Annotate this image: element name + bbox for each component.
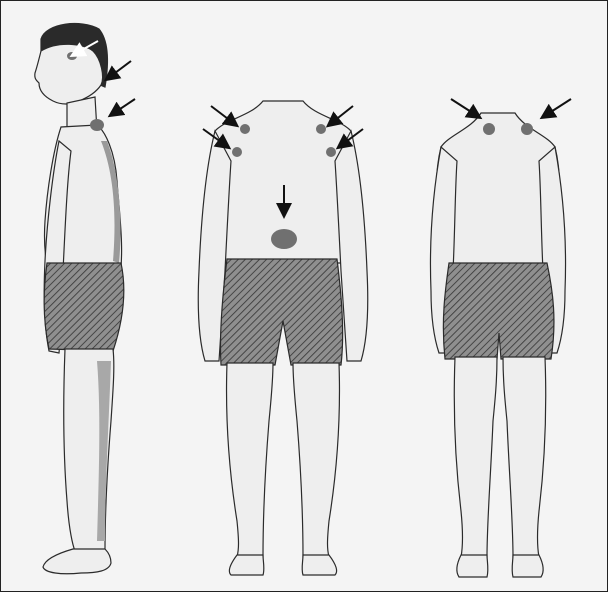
- front-view-figure: [198, 101, 368, 575]
- front-lesion-shoulder-right-upper: [316, 124, 326, 134]
- front-lesion-abdomen: [271, 229, 297, 249]
- back-lesion-neck-right: [521, 123, 533, 135]
- back-left-foot: [457, 555, 488, 577]
- arrow-icon: [451, 99, 479, 117]
- front-lesion-shoulder-left-upper: [240, 124, 250, 134]
- back-lesion-neck-left: [483, 123, 495, 135]
- front-right-leg: [293, 363, 340, 557]
- front-left-foot: [229, 555, 263, 575]
- front-right-foot: [302, 555, 336, 575]
- side-view-figure: [35, 24, 124, 574]
- arrow-icon: [329, 106, 353, 125]
- arrow-icon: [111, 99, 135, 115]
- back-shorts: [443, 263, 554, 359]
- front-lesion-shoulder-right-lower: [326, 147, 336, 157]
- back-right-foot: [512, 555, 543, 577]
- front-left-leg: [226, 363, 273, 557]
- side-foot: [43, 549, 111, 574]
- back-left-leg: [454, 357, 497, 557]
- arrow-icon: [543, 99, 571, 117]
- side-shorts: [44, 263, 124, 351]
- back-right-leg: [503, 357, 546, 557]
- front-shorts: [220, 259, 342, 365]
- arrow-icon: [211, 106, 236, 125]
- side-lesion-neck: [90, 119, 104, 131]
- front-lesion-shoulder-left-lower: [232, 147, 242, 157]
- back-view-figure: [430, 113, 565, 577]
- arrow-icon: [107, 61, 131, 79]
